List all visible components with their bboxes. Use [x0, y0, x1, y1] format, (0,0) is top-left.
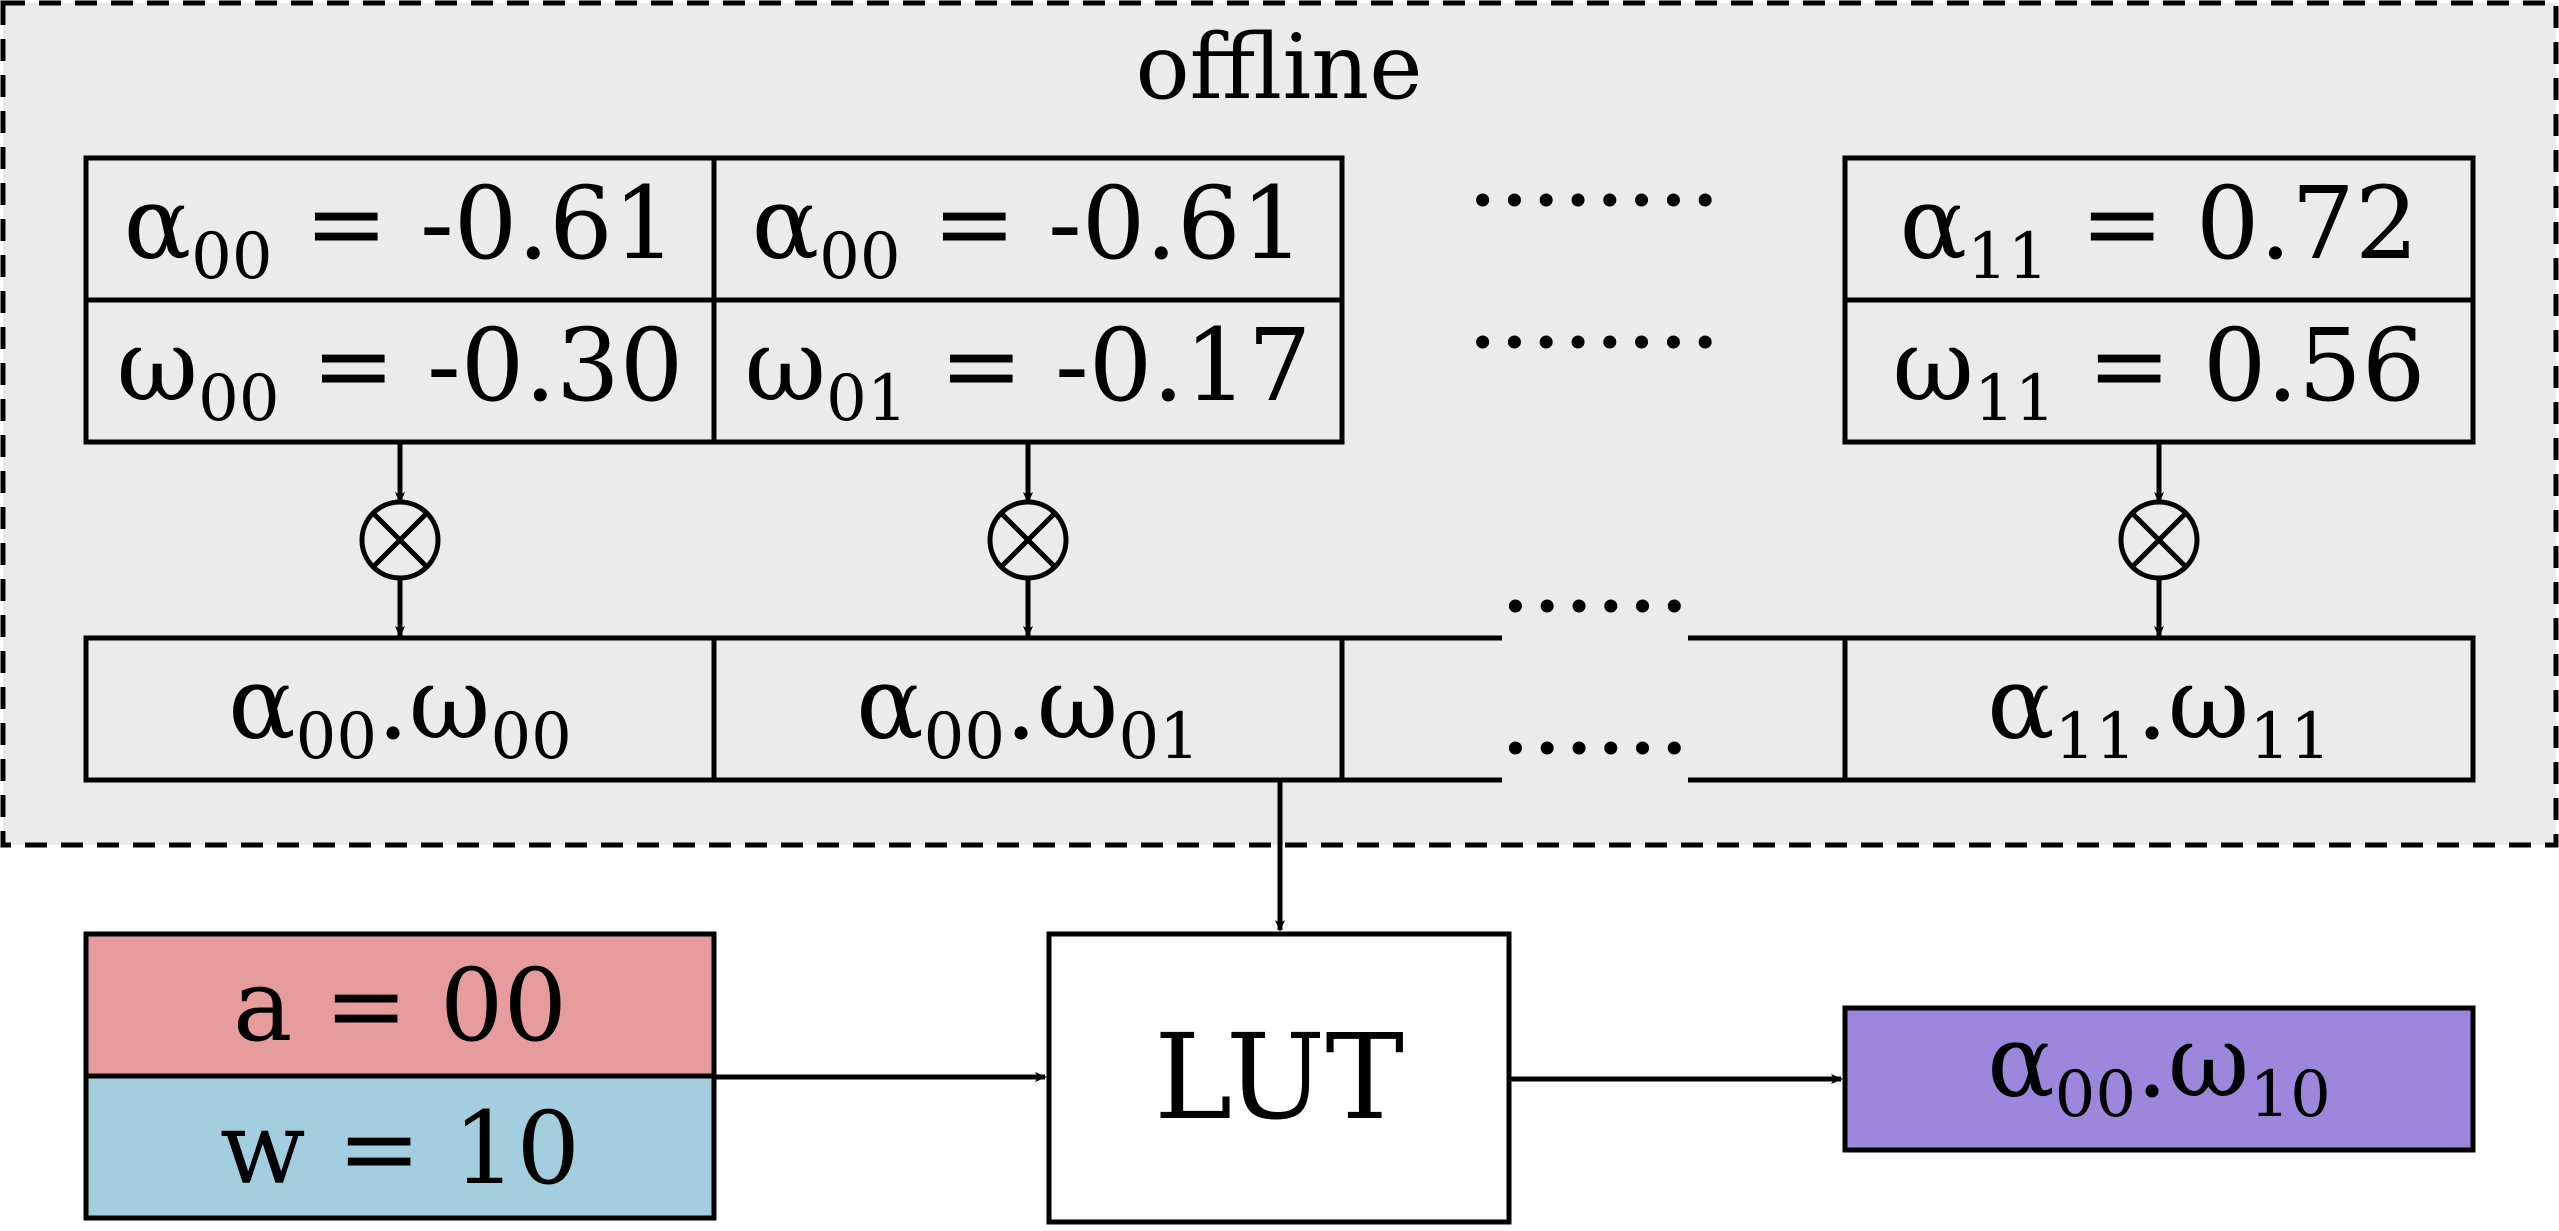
multiply-cross-1b — [371, 511, 429, 569]
omega-label-3: ω11 = 0.56 — [1892, 307, 2425, 436]
alpha-label-2: α00 = -0.61 — [752, 165, 1305, 294]
output-label: α00.ω10 — [1987, 1003, 2331, 1132]
offline-region — [0, 0, 2559, 848]
omega-label-2: ω01 = -0.17 — [745, 307, 1312, 436]
multiply-cross-3b — [2130, 511, 2188, 569]
offline-label: offline — [1136, 15, 1423, 120]
weight-input-box — [83, 1073, 717, 1221]
product-label-3: α11.ω11 — [1987, 645, 2331, 774]
lut-box — [1046, 931, 1512, 1225]
ellipsis-product-top: ······ — [1500, 548, 1691, 665]
multiply-cross-2b — [999, 511, 1057, 569]
output-box — [1842, 1005, 2476, 1153]
activation-input-box — [83, 931, 717, 1079]
product-cell-3 — [1842, 635, 2476, 783]
weight-input-label: w = 10 — [220, 1090, 580, 1207]
product-label-2: α00.ω01 — [856, 645, 1200, 774]
alpha-label-1: α00 = -0.61 — [124, 165, 677, 294]
omega-label-1: ω00 = -0.30 — [117, 307, 684, 436]
product-label-1: α00.ω00 — [228, 645, 572, 774]
ellipsis-product-bottom: ······ — [1500, 690, 1691, 807]
alpha-label-3: α11 = 0.72 — [1900, 165, 2419, 294]
lut-label: LUT — [1154, 1008, 1404, 1146]
ellipsis-alpha-row: ········ — [1467, 142, 1721, 259]
product-cell-2 — [711, 635, 1345, 783]
ellipsis-omega-row: ········ — [1467, 284, 1721, 401]
activation-input-label: a = 00 — [233, 947, 567, 1064]
